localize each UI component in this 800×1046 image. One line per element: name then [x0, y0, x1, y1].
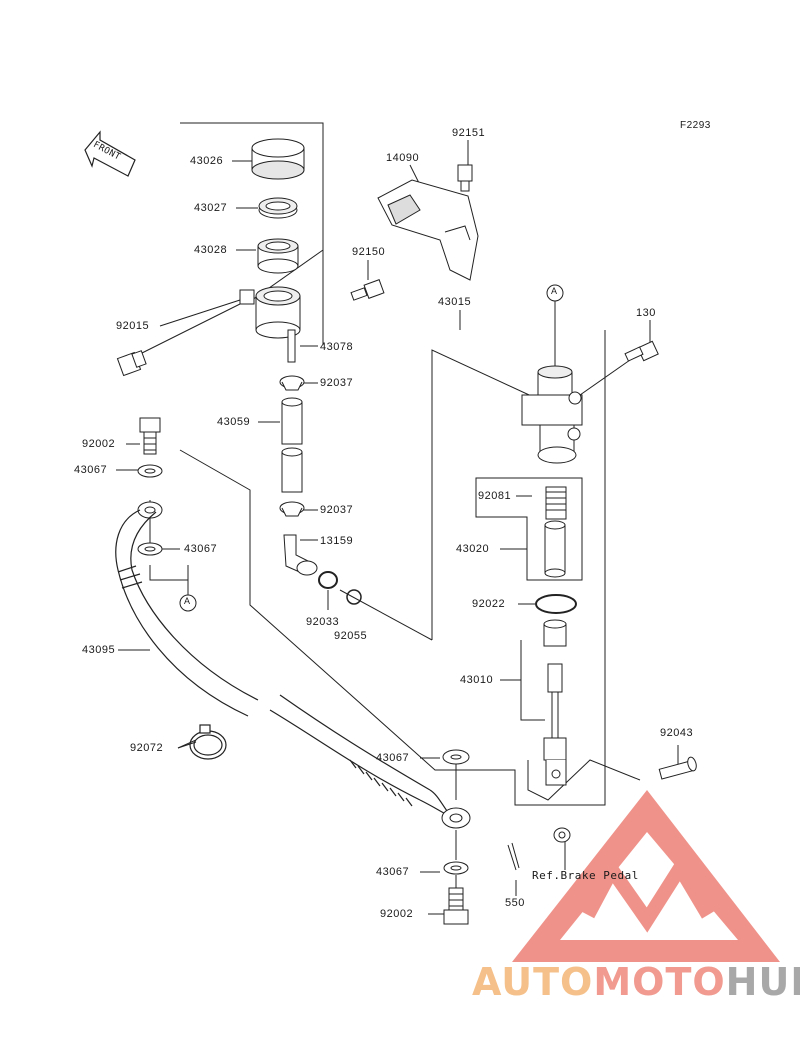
clamp-upper: [279, 375, 305, 391]
part-label-43028: 43028: [194, 244, 228, 256]
part-label-43015: 43015: [438, 296, 472, 308]
callout-a-lower-label: A: [184, 596, 191, 606]
part-label-92033: 92033: [306, 616, 340, 628]
part-label-43026: 43026: [190, 155, 224, 167]
watermark-text: AUTOMOTOHUB: [472, 960, 800, 1004]
circlip-92033: [318, 571, 338, 589]
part-label-92055: 92055: [334, 630, 368, 642]
reservoir-plate: [258, 197, 298, 219]
hose-fitting: [283, 534, 318, 576]
callout-a-upper-label: A: [551, 286, 558, 296]
callout-a-upper: [546, 284, 564, 302]
part-label-14090: 14090: [386, 152, 420, 164]
reservoir-cap: [251, 138, 305, 180]
part-label-130: 130: [636, 307, 656, 319]
o-ring-92055: [346, 589, 362, 605]
bolt-130: [624, 340, 659, 362]
snap-ring-92022: [535, 594, 577, 614]
banjo-upper: [137, 501, 163, 519]
bolt-92150: [350, 279, 385, 301]
part-label-92022: 92022: [472, 598, 506, 610]
washer-upper-b: [137, 542, 163, 556]
front-arrow-icon: [84, 130, 136, 177]
spring-92081: [545, 486, 567, 520]
piston-43020: [544, 520, 566, 578]
bolt-92015: [116, 350, 147, 377]
part-label-43095: 43095: [82, 644, 116, 656]
ref-note: Ref.Brake Pedal: [532, 869, 639, 882]
part-label-92043: 92043: [660, 727, 694, 739]
washer-lower-b: [443, 861, 469, 875]
cotter-pin-550: [507, 842, 520, 871]
part-label-43067-b: 43067: [184, 543, 218, 555]
part-label-13159: 13159: [320, 535, 354, 547]
brake-hose: [115, 509, 451, 816]
part-label-92037-lower: 92037: [320, 504, 354, 516]
banjo-lower: [441, 807, 471, 829]
washer-upper-a: [137, 464, 163, 478]
part-label-92081: 92081: [478, 490, 512, 502]
bolt-92151: [457, 164, 473, 192]
clamp-lower: [279, 501, 305, 517]
part-label-43059: 43059: [217, 416, 251, 428]
hose-clamp-92072: [189, 724, 227, 760]
washer-lower-a: [442, 749, 470, 765]
master-cylinder: [521, 365, 583, 464]
part-label-43067-c: 43067: [376, 752, 410, 764]
part-label-43020: 43020: [456, 543, 490, 555]
part-label-43067-d: 43067: [376, 866, 410, 878]
diagram-code: F2293: [680, 120, 711, 131]
banjo-bolt-upper: [139, 417, 161, 455]
part-label-92015: 92015: [116, 320, 150, 332]
reservoir-hose: [281, 397, 303, 493]
part-label-92002-upper: 92002: [82, 438, 116, 450]
watermark-moto: MOTO: [593, 960, 726, 1004]
part-label-43067-a: 43067: [74, 464, 108, 476]
part-label-43027: 43027: [194, 202, 228, 214]
pushrod-43010: [543, 619, 567, 786]
washer-pedal: [553, 827, 571, 843]
part-label-43010: 43010: [460, 674, 494, 686]
part-label-43078: 43078: [320, 341, 354, 353]
brake-guard: [377, 179, 479, 281]
part-label-550: 550: [505, 897, 525, 909]
part-label-92072: 92072: [130, 742, 164, 754]
part-label-92151: 92151: [452, 127, 486, 139]
reservoir-diaphragm: [257, 238, 299, 274]
part-label-92037-upper: 92037: [320, 377, 354, 389]
pin-92043: [658, 756, 697, 780]
part-label-92002-lower: 92002: [380, 908, 414, 920]
watermark-hub: HUB: [725, 960, 800, 1004]
banjo-bolt-lower: [443, 887, 469, 925]
callout-a-lower: [179, 594, 197, 612]
watermark-auto: AUTO: [472, 960, 594, 1004]
reservoir-tank: [239, 286, 301, 363]
watermark-logo: [512, 790, 780, 962]
part-label-92150: 92150: [352, 246, 386, 258]
